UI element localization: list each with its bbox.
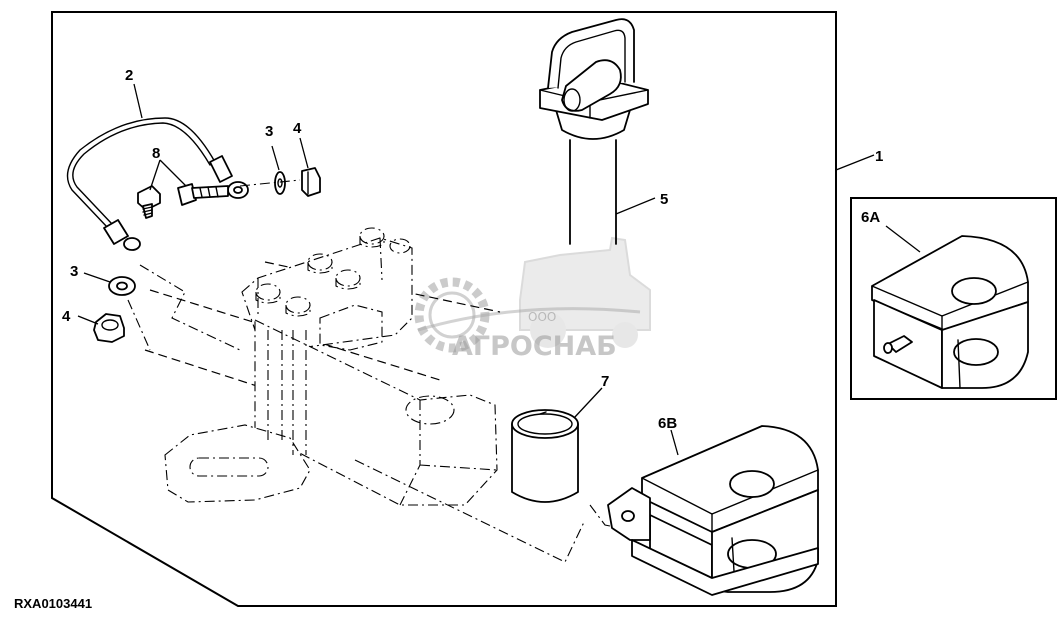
callout-1: 1	[875, 148, 883, 165]
watermark-prefix: ООО	[528, 310, 556, 324]
clevis-part-6b	[607, 425, 819, 596]
callout-4-lower: 4	[62, 308, 71, 325]
drawbar-phantom	[127, 227, 621, 563]
washer-part-3-lower	[108, 276, 136, 296]
callout-4-upper: 4	[293, 120, 302, 137]
main-frame	[51, 11, 837, 607]
callout-6b: 6B	[658, 415, 677, 432]
bushing-part-7	[511, 409, 579, 503]
leader-lines	[77, 83, 921, 456]
hitch-pin-part-5	[539, 18, 649, 245]
washer-part-3-upper	[274, 171, 286, 195]
callout-3-upper: 3	[265, 123, 273, 140]
callout-2: 2	[125, 67, 133, 84]
nut-part-4-lower	[93, 313, 125, 343]
clevis-part-6a	[871, 235, 1029, 389]
bolt-part-8	[137, 183, 229, 219]
callout-8: 8	[152, 145, 160, 162]
retainer-cable	[66, 117, 249, 251]
watermark-company-name: АГРОСНАБ	[452, 331, 617, 362]
callout-5: 5	[660, 191, 668, 208]
watermark: ООО АГРОСНАБ	[414, 236, 651, 362]
callout-7: 7	[601, 373, 609, 390]
callout-3-lower: 3	[70, 263, 78, 280]
nut-part-4-upper	[301, 167, 321, 197]
figure-code: RXA0103441	[14, 596, 92, 611]
watermark-harvester-icon	[519, 236, 651, 348]
inset-frame-6a	[850, 197, 1057, 400]
callout-6a: 6A	[861, 209, 880, 226]
